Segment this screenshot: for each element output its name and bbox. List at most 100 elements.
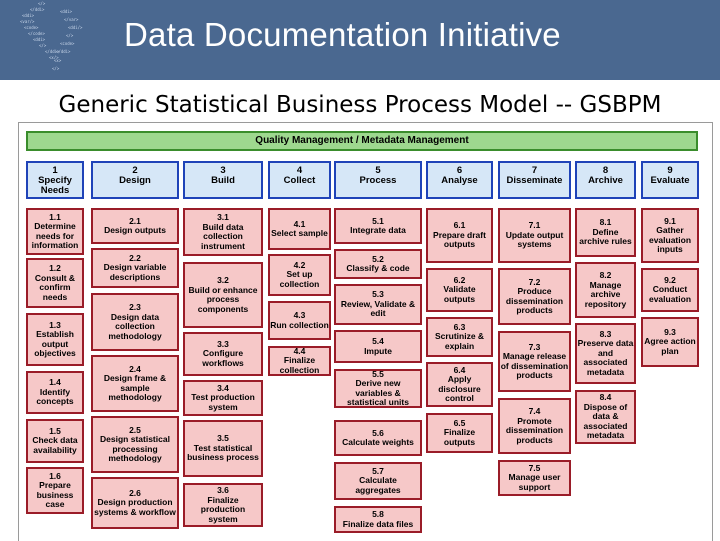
subprocess-label: Produce dissemination products xyxy=(505,286,564,315)
subprocess-number: 5.1 xyxy=(372,215,384,226)
subprocess-label: Design statistical processing methodolog… xyxy=(100,434,170,463)
subprocess-label: Scrutinize & explain xyxy=(434,331,485,351)
phase-label: Process xyxy=(359,175,397,186)
svg-text:</ddi>: </ddi> xyxy=(45,49,60,54)
phase-label: Analyse xyxy=(441,175,478,186)
svg-text:<var/>: <var/> xyxy=(20,19,35,24)
svg-text:<ddi/>: <ddi/> xyxy=(68,25,83,30)
subprocess-number: 3.1 xyxy=(217,212,229,222)
phase-label: Specify Needs xyxy=(38,175,72,196)
subprocess-label: Consult & confirm needs xyxy=(34,272,76,302)
subprocess-number: 7.2 xyxy=(528,276,541,287)
subprocess-label: Identify concepts xyxy=(36,386,74,407)
subprocess-label: Design data collection methodology xyxy=(108,311,162,341)
subprocess-label: Prepare business case xyxy=(36,480,74,509)
subprocess-label: Agree action plan xyxy=(644,336,696,356)
subprocess-number: 6.2 xyxy=(453,274,466,285)
subprocess-label: Select sample xyxy=(271,228,328,238)
subprocess-label: Promote dissemination products xyxy=(505,415,564,445)
subprocess-number: 4.4 xyxy=(293,345,306,356)
subprocess-number: 5.4 xyxy=(372,336,384,346)
subprocess-number: 2.2 xyxy=(129,252,141,263)
phase-label: Collect xyxy=(283,175,316,186)
subprocess-label: Design production systems & workflow xyxy=(94,497,176,517)
svg-text:</var>: </var> xyxy=(64,17,79,22)
svg-text:<x/>: <x/> xyxy=(49,55,59,60)
subprocess-number: 5.8 xyxy=(372,509,384,519)
subprocess-number: 4.2 xyxy=(293,259,306,270)
subprocess-label: Finalize production system xyxy=(200,494,246,524)
svg-text:</>: </> xyxy=(66,33,74,38)
subprocess-label: Finalize data files xyxy=(342,518,414,529)
subprocess-number: 3.5 xyxy=(217,433,229,444)
subprocess-label: Build data collection instrument xyxy=(201,221,245,251)
svg-text:</>: </> xyxy=(38,1,46,6)
subprocess-label: Dispose of data & associated metadata xyxy=(583,401,628,441)
ddi-logo-decoration: </> </ddi> <ddi> <var/> <code> </code> <… xyxy=(20,1,83,71)
subprocess-label: Manage release of dissemination products xyxy=(500,351,569,380)
subprocess-label: Conduct evaluation xyxy=(648,284,692,304)
subprocess-label: Design outputs xyxy=(104,225,166,235)
header-banner: </> </ddi> <ddi> <var/> <code> </code> <… xyxy=(0,0,720,80)
svg-text:<ddi>: <ddi> xyxy=(33,37,46,42)
phase-number: 3 xyxy=(220,165,226,176)
subprocess-label: Check data availability xyxy=(32,435,78,455)
subprocess-number: 8.2 xyxy=(599,270,612,280)
quality-metadata-bar: Quality Management / Metadata Management xyxy=(26,131,698,151)
subprocess-number: 3.4 xyxy=(217,382,229,393)
subprocess-number: 4.1 xyxy=(293,218,306,229)
subprocess-label: Gather evaluation inputs xyxy=(648,225,692,254)
subprocess-label: Design frame & sample methodology xyxy=(103,373,167,402)
subprocess-number: 7.5 xyxy=(528,462,541,473)
subprocess-label: Determine needs for information xyxy=(31,221,79,250)
svg-text:</code>: </code> xyxy=(28,31,45,36)
svg-text:<code>: <code> xyxy=(24,25,39,30)
subprocess-label: Integrate data xyxy=(350,225,406,235)
svg-text:</ddi>: </ddi> xyxy=(30,7,45,12)
phase-number: 4 xyxy=(296,165,303,176)
subprocess-label: Impute xyxy=(364,345,392,356)
subprocess-label: Manage archive repository xyxy=(584,279,627,309)
svg-text:</ddi>: </ddi> xyxy=(56,49,71,54)
subprocess-number: 8.3 xyxy=(599,328,612,339)
subprocess-label: Validate outputs xyxy=(443,284,476,304)
subprocess-label: Preserve data and associated metadata xyxy=(577,338,634,377)
subprocess-number: 1.2 xyxy=(49,263,61,273)
svg-text:<x>: <x> xyxy=(54,58,62,63)
subprocess-label: Configure workflows xyxy=(202,348,244,368)
subprocess-label: Derive new variables & statistical units xyxy=(347,378,409,407)
phase-number: 7 xyxy=(531,165,538,176)
phase-number: 9 xyxy=(667,165,673,176)
subprocess-number: 2.6 xyxy=(129,487,141,498)
slide-title: Generic Statistical Business Process Mod… xyxy=(58,92,662,118)
subprocess-label: Design variable descriptions xyxy=(103,262,167,282)
subprocess-number: 7.4 xyxy=(528,406,541,416)
